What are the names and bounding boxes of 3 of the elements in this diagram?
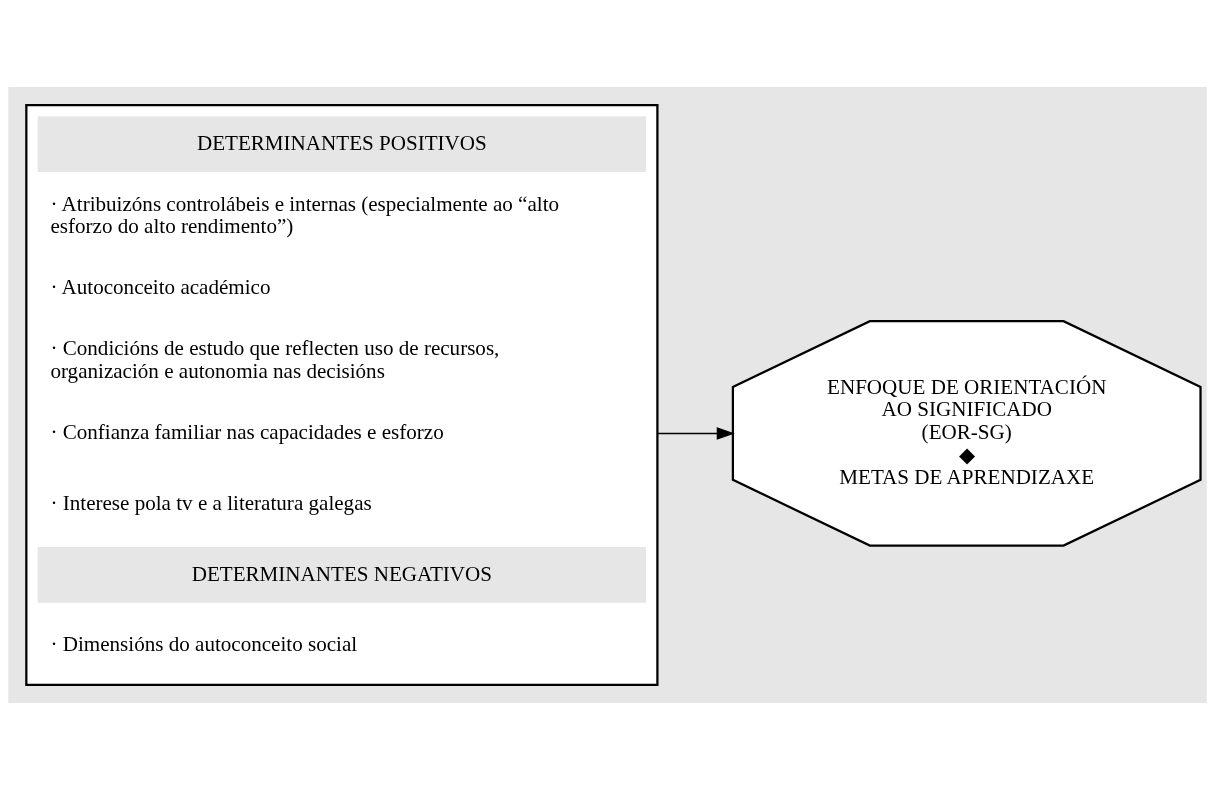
node-box: DETERMINANTES NEGATIVOS [37,546,647,603]
node-box: DETERMINANTES POSITIVOS [37,115,647,172]
arrow [656,426,735,440]
